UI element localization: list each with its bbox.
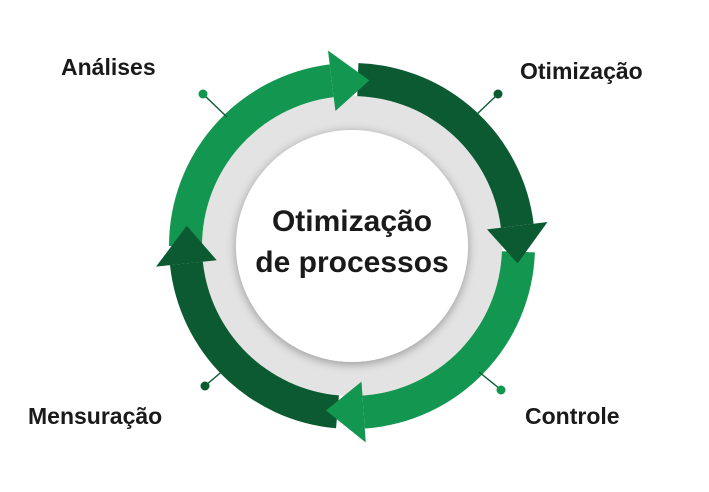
arc-segment-mensuracao — [170, 261, 339, 429]
arrow-head-bottom — [325, 381, 366, 443]
connector-otimizacao — [475, 89, 503, 116]
stage-label-controle: Controle — [525, 403, 620, 429]
connector-controle — [478, 371, 506, 395]
stage-label-mensuracao: Mensuração — [28, 403, 162, 429]
arc-segment-controle — [362, 251, 535, 429]
connector-analises — [198, 89, 228, 118]
stage-label-otimizacao: Otimização — [520, 58, 643, 84]
arrow-head-right — [486, 221, 548, 264]
arc-segment-otimizacao — [357, 63, 534, 228]
cycle-arrows — [156, 50, 548, 443]
center-title-line-1: Otimização — [272, 205, 432, 238]
connector-mensuracao — [200, 368, 226, 391]
center-disc — [236, 130, 468, 362]
stage-label-analises: Análises — [61, 54, 156, 80]
arrow-head-top — [327, 50, 370, 112]
arrow-head-left — [156, 225, 217, 267]
center-title-line-2: de processos — [255, 246, 448, 279]
